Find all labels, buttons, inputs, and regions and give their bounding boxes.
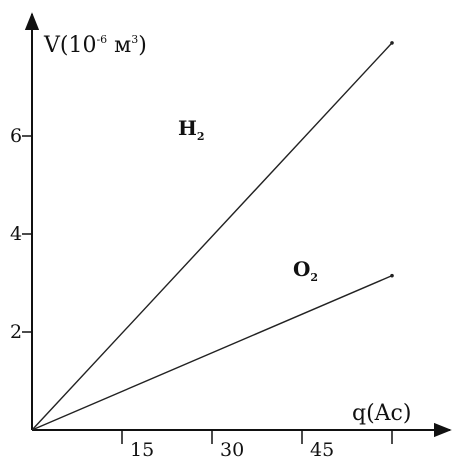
series-label-0: H2 <box>178 116 205 143</box>
y-axis-label: V(10-6 м3) <box>43 33 147 58</box>
series-line-0 <box>31 42 393 431</box>
y-tick-label: 6 <box>10 125 22 147</box>
y-tick-label: 2 <box>10 321 22 343</box>
series-end-point-0 <box>390 41 394 45</box>
x-tick-label: 15 <box>130 439 154 460</box>
series-end-point-1 <box>390 273 394 278</box>
x-tick-label: 30 <box>220 439 244 460</box>
series-line-1 <box>31 275 393 431</box>
x-axis-label: q(Ac) <box>352 401 411 426</box>
y-tick-label: 4 <box>10 223 22 245</box>
x-tick-label: 45 <box>310 439 334 460</box>
series-label-1: O2 <box>293 257 318 284</box>
